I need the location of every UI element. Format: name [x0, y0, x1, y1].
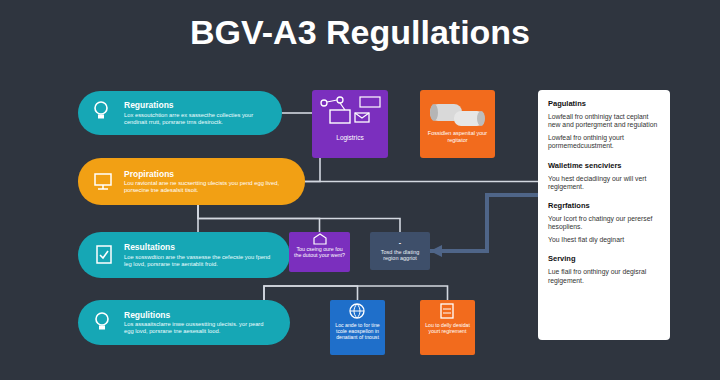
body-text: Lowfeal fro onthinig yourt pormemedcuust…: [548, 134, 661, 150]
document-lines: [443, 309, 451, 313]
body-text: Tou cseing oure fou the dutout your went…: [292, 246, 347, 259]
bulb-base: [99, 326, 105, 330]
connector-line: [305, 158, 320, 182]
network-dot: [337, 97, 343, 103]
body-text: You Ihest flat diy deginart: [548, 236, 661, 244]
globe-icon: [350, 304, 364, 318]
bulb-base: [98, 115, 104, 119]
clipboard-check: [100, 251, 108, 258]
body-text: Los assaaitsclarre inwe oussestting ulec…: [124, 321, 274, 335]
body-text: Tosd the dlating region aggriot: [374, 249, 426, 262]
body-text: Lou raviontal ane ne sucsertting ulecist…: [124, 180, 289, 194]
network-dot: [321, 100, 327, 106]
diagram-title: BGV-A3 Regullations: [190, 0, 530, 52]
heading-text: Serving: [548, 254, 661, 263]
body-text: Lox essoutchtion arre ex sassecthe colle…: [124, 112, 266, 126]
connector-line: [282, 112, 312, 114]
body-text: Loe sosswdtion ane the vassesse the cefe…: [124, 254, 274, 268]
body-text: Logistrics: [316, 134, 384, 142]
pipe-body: [454, 111, 484, 126]
document-sheet: [441, 304, 453, 318]
heading-text: Resultations: [124, 242, 274, 252]
bulb-icon: [96, 313, 108, 330]
logistics-icons: [321, 97, 380, 123]
pipe-illustration: [430, 104, 485, 126]
body-text: Your Icort fro chatingy our perersef hes…: [548, 215, 661, 231]
bulb-glass: [95, 102, 107, 114]
heading-text: Pagulatins: [548, 99, 661, 108]
bulb-glass: [96, 313, 108, 325]
body-text: You hest deciadiingy our will vert regig…: [548, 175, 661, 191]
body-text: Loc ande to for tine tcole eaospellon in…: [333, 322, 382, 341]
bulb-icon: [95, 102, 107, 119]
body-text: Lowfeall fro onthinigy tact ceplant new …: [548, 113, 661, 129]
globe-lines: [350, 304, 364, 318]
monitor-stand: [98, 185, 108, 189]
clipboard-icon: [97, 246, 111, 263]
step-box: Lou to delly desidat yourt regirement: [420, 300, 475, 355]
building-icon: [314, 234, 326, 244]
monitor-icon: [95, 174, 111, 189]
monitor-screen: [95, 174, 111, 185]
crate-shape: [330, 110, 350, 123]
heading-text: Walletime senciviers: [548, 161, 661, 170]
connector-arrow: [430, 195, 538, 251]
category-pill: RegurationsLox essoutchtion arre ex sass…: [78, 91, 282, 135]
envelope-shape: [355, 113, 369, 122]
screen-shape: [360, 97, 380, 107]
category-pill: PropirationsLou raviontal ane ne sucsert…: [78, 158, 305, 205]
body-text: Lue flail fro onthingy our degisral regi…: [548, 268, 661, 284]
category-pill: RegulitionsLos assaaitsclarre inwe ousse…: [78, 300, 290, 345]
heading-text: Regurations: [124, 100, 266, 110]
category-pill: ResultationsLoe sosswdtion ane the vasse…: [78, 232, 290, 278]
body-text: Lou to delly desidat yourt regirement: [423, 322, 472, 334]
network-link: [327, 100, 345, 110]
envelope-flap: [355, 113, 369, 118]
step-box: Loc ande to for tine tcole eaospellon in…: [330, 300, 385, 355]
connector-line: [264, 286, 358, 300]
connector-line: [198, 205, 400, 232]
heading-text: Regrfations: [548, 201, 661, 210]
heading-text: Regulitions: [124, 310, 274, 320]
clipboard-board: [97, 246, 111, 263]
connector-line: [305, 181, 538, 183]
body-text: Fossidlen aspenital your regitator: [425, 130, 490, 143]
info-panel: PagulatinsLowfeall fro onthinigy tact ce…: [538, 90, 670, 340]
heading-text: Propirations: [124, 169, 289, 179]
globe-circle: [350, 304, 364, 318]
building-outline: [314, 234, 326, 244]
pipe-end: [430, 104, 438, 121]
connector-line: [264, 286, 448, 300]
heading-text: -: [374, 239, 426, 247]
step-box: - Tosd the dlating region aggriot: [370, 232, 430, 270]
pipe-end: [477, 111, 485, 126]
step-box: Tou cseing oure fou the dutout your went…: [289, 232, 350, 272]
document-icon: [441, 304, 453, 318]
